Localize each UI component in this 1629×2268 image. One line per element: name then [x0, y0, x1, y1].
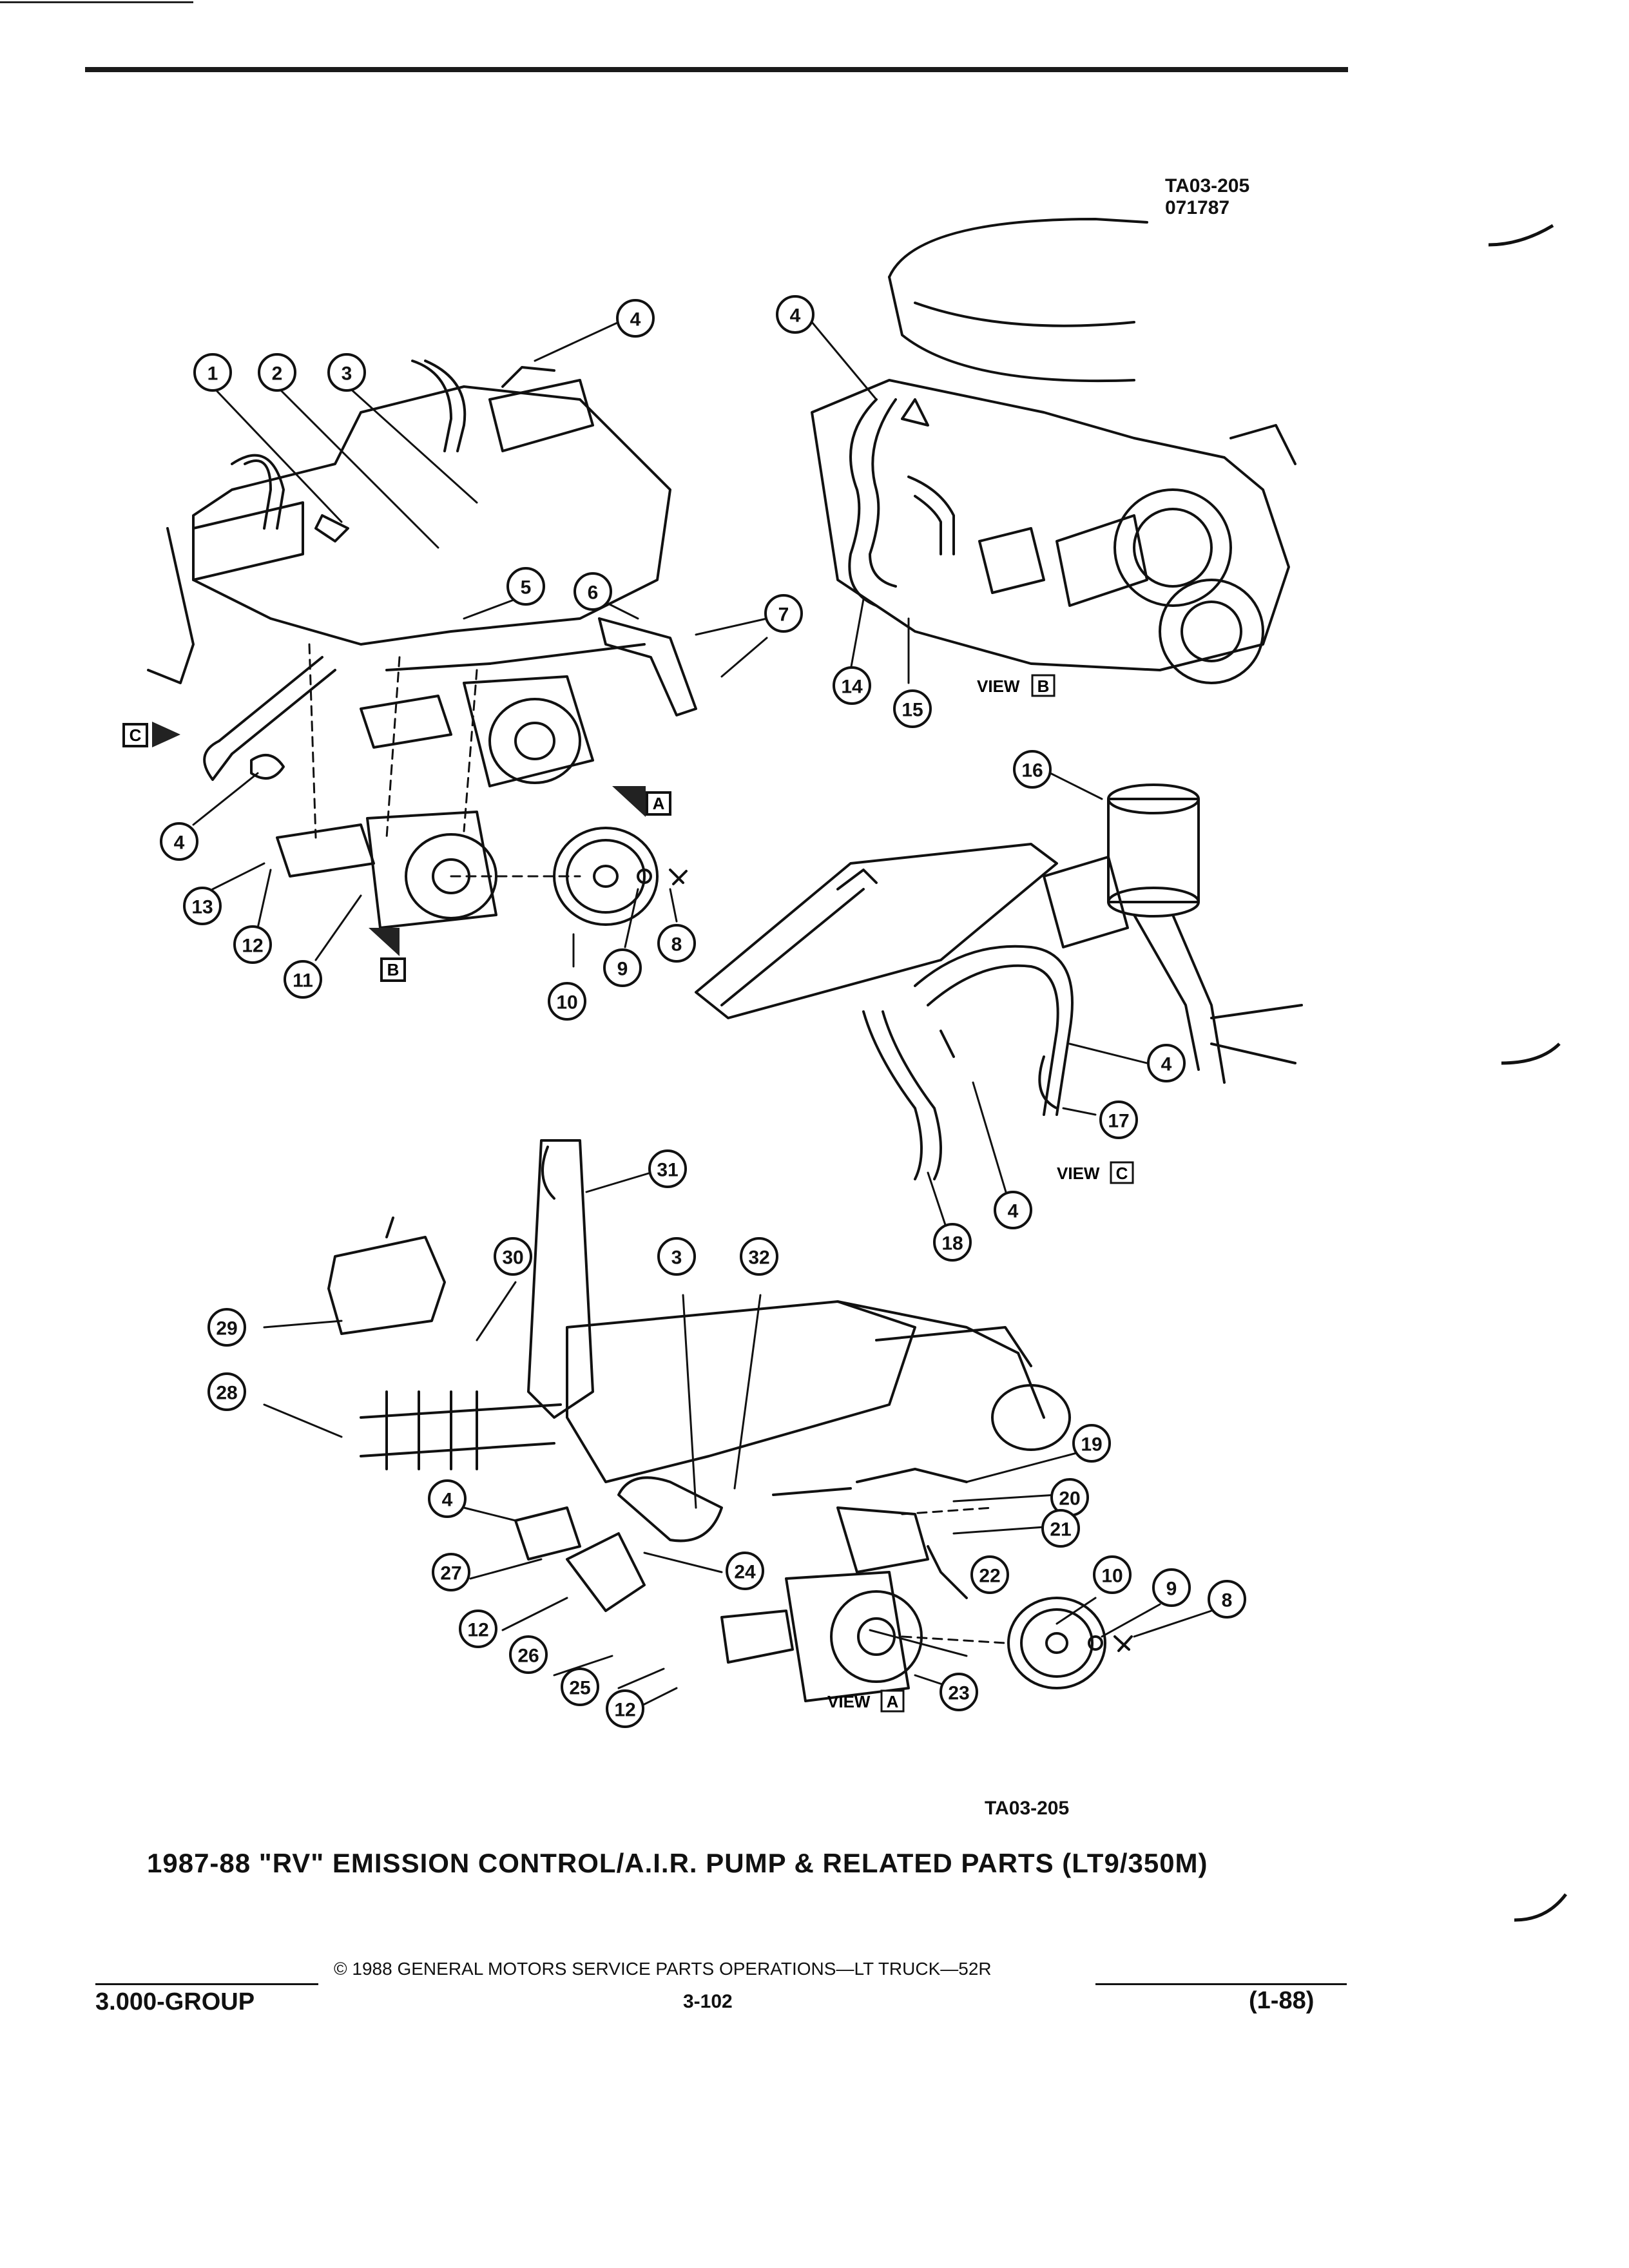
callout-view-a-12: 22 — [979, 1566, 1000, 1587]
callout-view-a-2: 3 — [671, 1247, 682, 1269]
callout-view-a-17: 26 — [517, 1646, 539, 1667]
callout-view-c-3: 18 — [941, 1233, 963, 1254]
page-number: 3-102 — [683, 1991, 733, 2012]
callout-view-c-4: 4 — [1008, 1201, 1019, 1222]
view-a-drawing — [327, 1139, 1133, 1702]
callout-main-12: 9 — [617, 959, 628, 980]
callout-main-3: 4 — [630, 309, 641, 331]
figure-caption: 1987-88 "RV" EMISSION CONTROL/A.I.R. PUM… — [147, 1848, 1208, 1878]
view-c-leader-lines — [927, 772, 1148, 1232]
drawing-code-bottom: TA03-205 — [985, 1798, 1070, 1819]
callout-main-6: 7 — [778, 604, 789, 626]
view-c-label-text: VIEW — [1057, 1164, 1100, 1183]
callout-view-b-2: 15 — [901, 700, 923, 721]
header-rule — [85, 67, 1348, 72]
callout-view-a-0: 31 — [657, 1160, 678, 1181]
callout-view-a-4: 29 — [216, 1318, 237, 1340]
callout-main-0: 1 — [207, 363, 218, 385]
footer-rule-right — [1095, 1983, 1347, 1985]
callout-view-a-19: 23 — [948, 1683, 969, 1704]
corner-rule — [0, 1, 193, 3]
callout-main-9: 12 — [242, 936, 263, 957]
callout-view-a-8: 21 — [1050, 1519, 1071, 1541]
view-marker-c-letter: C — [130, 726, 142, 745]
callout-main-4: 5 — [521, 577, 532, 599]
arrow-a-icon — [612, 786, 646, 817]
callout-view-a-11: 24 — [734, 1562, 756, 1583]
view-b-drawing — [811, 218, 1296, 684]
callout-view-a-15: 8 — [1222, 1590, 1233, 1611]
margin-mark — [1501, 1043, 1561, 1065]
callout-view-a-14: 9 — [1166, 1579, 1177, 1600]
view-b-label-letter: B — [1037, 677, 1050, 696]
callout-main-8: 13 — [191, 897, 213, 918]
view-b-leader-lines — [811, 321, 910, 684]
revision-date: (1-88) — [1249, 1987, 1315, 2014]
view-b-label-text: VIEW — [977, 677, 1020, 696]
view-c-drawing — [695, 783, 1303, 1180]
drawing-code: TA03-205 — [1165, 175, 1250, 197]
view-a-label: VIEW A — [827, 1689, 905, 1713]
view-a-label-letter: A — [887, 1692, 899, 1711]
callout-view-a-1: 30 — [502, 1247, 523, 1269]
drawing-code-top: TA03-205 071787 — [1165, 175, 1249, 219]
callout-main-7: 4 — [174, 832, 185, 854]
callout-view-a-18: 25 — [569, 1678, 590, 1699]
callout-main-11: 10 — [556, 992, 577, 1014]
callout-view-a-10: 27 — [440, 1563, 461, 1584]
callout-view-a-9: 4 — [442, 1490, 453, 1511]
callout-main-13: 8 — [671, 934, 682, 956]
callout-view-a-13: 10 — [1101, 1566, 1123, 1587]
callout-view-b-1: 14 — [841, 677, 863, 698]
view-a-leader-lines — [263, 1171, 1213, 1709]
view-marker-b-letter: B — [387, 960, 400, 979]
callout-view-a-7: 20 — [1059, 1488, 1080, 1510]
callout-main-2: 3 — [342, 363, 352, 385]
view-c-label-letter: C — [1116, 1164, 1128, 1183]
callout-main-1: 2 — [272, 363, 283, 385]
view-marker-a-letter: A — [653, 794, 665, 813]
view-b-label: VIEW B — [977, 674, 1055, 697]
view-marker-a: A — [612, 786, 671, 817]
callout-main-10: 11 — [293, 970, 313, 992]
callout-view-b-0: 4 — [790, 305, 801, 327]
callout-view-a-6: 19 — [1081, 1434, 1102, 1456]
callout-view-a-20: 12 — [614, 1700, 635, 1721]
callout-view-a-5: 28 — [216, 1383, 237, 1404]
callout-view-a-3: 32 — [748, 1247, 769, 1269]
callout-main-5: 6 — [588, 582, 599, 604]
arrow-c-icon — [152, 722, 180, 747]
main-leader-lines — [192, 321, 768, 968]
view-marker-c: C — [122, 722, 180, 747]
footer-rule-left — [95, 1983, 318, 1985]
group-number: 3.000-GROUP — [95, 1988, 255, 2015]
view-marker-b: B — [369, 928, 406, 982]
arrow-b-icon — [369, 928, 400, 956]
margin-mark — [1514, 1893, 1567, 1922]
callout-view-c-1: 4 — [1161, 1054, 1172, 1075]
drawing-date-code: 071787 — [1165, 197, 1230, 218]
callout-view-a-16: 12 — [467, 1620, 488, 1641]
callout-view-c-0: 16 — [1021, 760, 1043, 782]
copyright-notice: © 1988 GENERAL MOTORS SERVICE PARTS OPER… — [334, 1959, 992, 1979]
view-a-label-text: VIEW — [827, 1692, 871, 1711]
callout-view-c-2: 17 — [1108, 1111, 1129, 1132]
view-c-label: VIEW C — [1057, 1161, 1134, 1184]
margin-mark — [1488, 224, 1554, 247]
main-assembly-drawing — [147, 360, 697, 929]
